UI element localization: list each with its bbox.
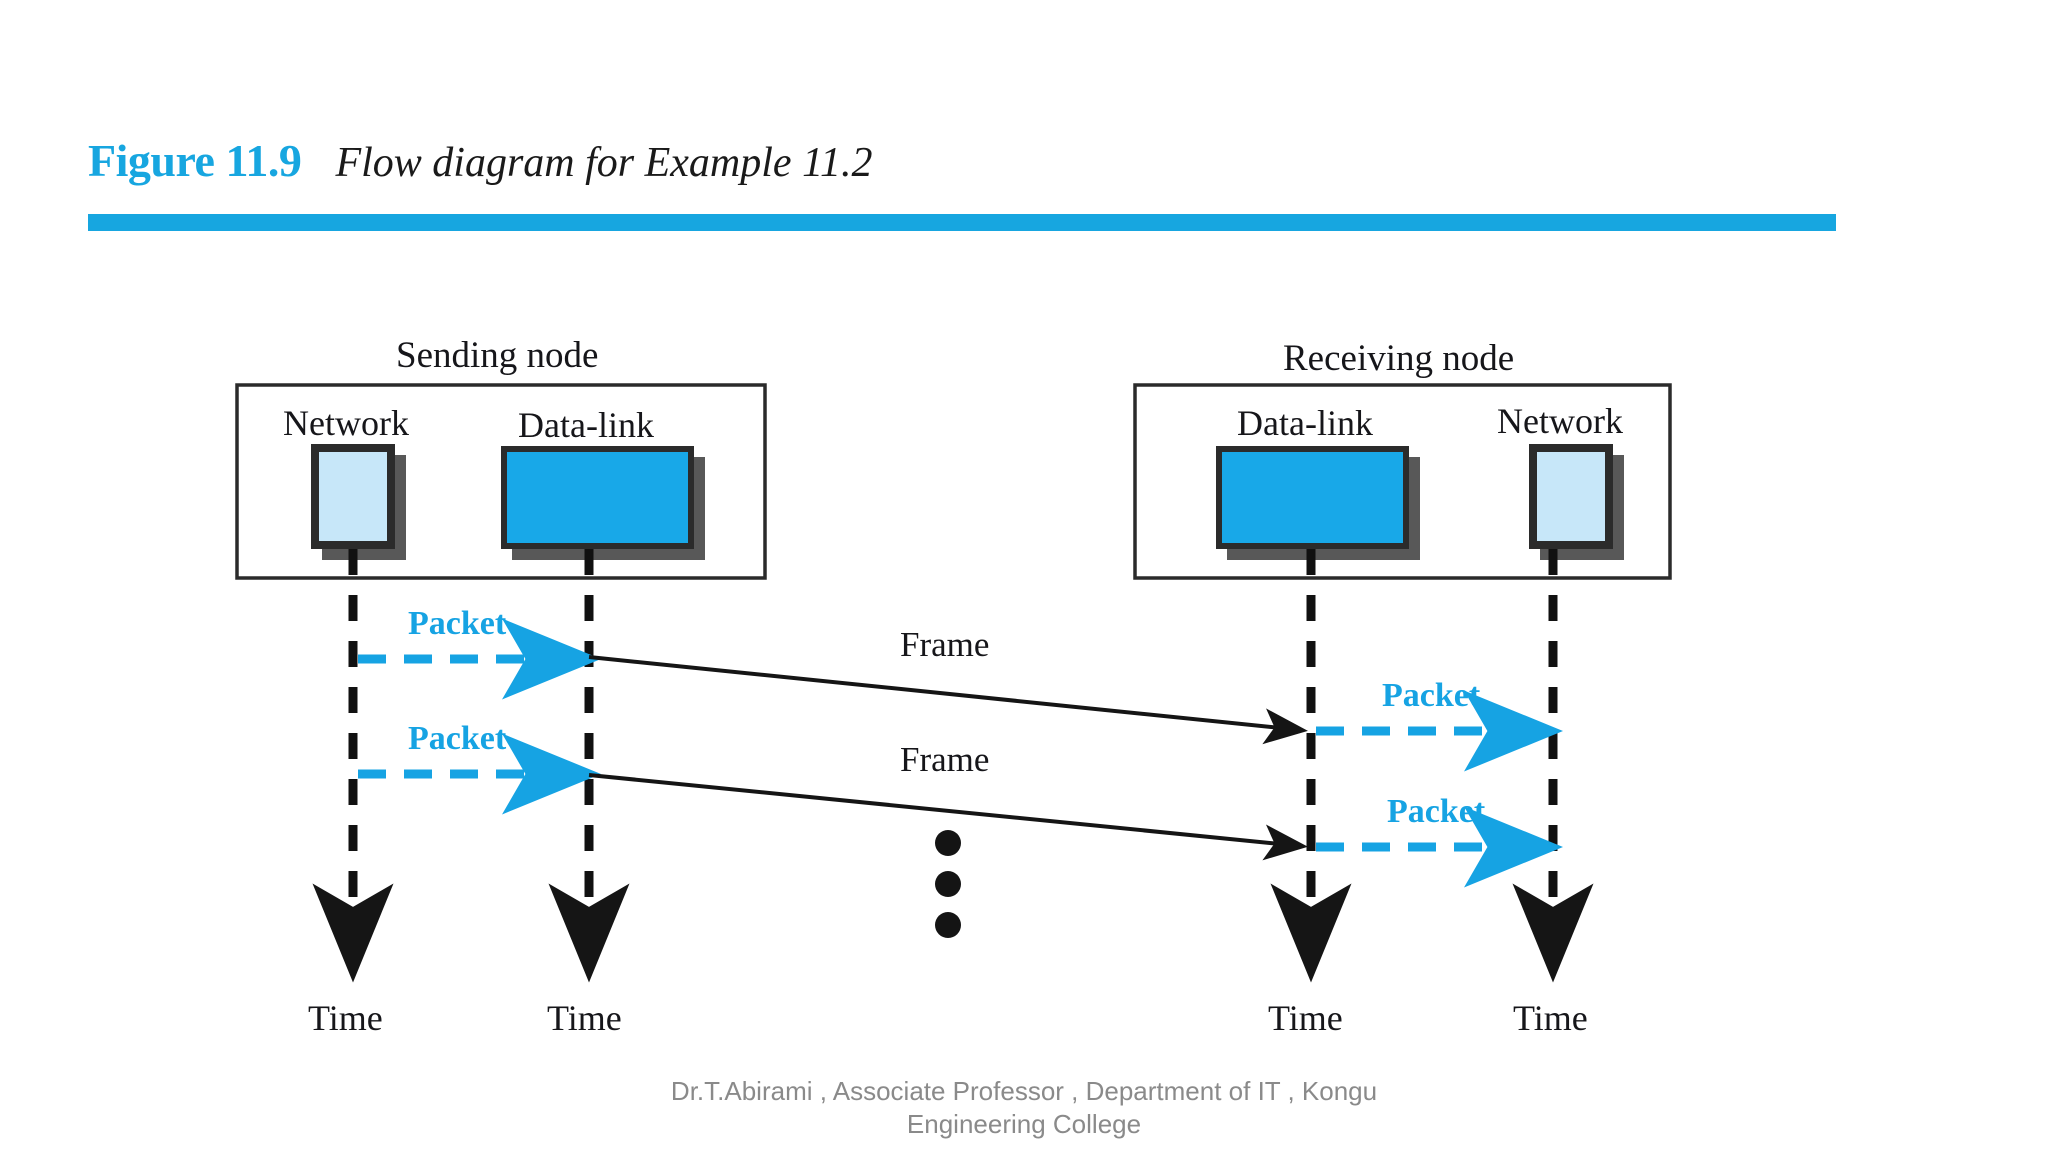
time-label-receiving-network: Time [1513,998,1588,1038]
packet-label-sending-1: Packet [408,605,507,642]
packet-label-receiving-2: Packet [1387,793,1486,830]
ellipsis-dots [935,830,961,938]
packet-label-receiving-1: Packet [1382,677,1481,714]
sending-layer-label-datalink: Data-link [518,405,654,445]
receiving-network-box [1529,444,1624,560]
sending-node-title: Sending node [396,335,599,376]
figure-title-row: Figure 11.9 Flow diagram for Example 11.2 [88,134,1848,204]
time-label-sending-datalink: Time [547,998,622,1038]
receiving-datalink-box [1216,446,1420,560]
receiving-node-title: Receiving node [1283,338,1515,379]
frame-label-1: Frame [900,625,990,664]
frame-arrow-2 [588,773,1308,861]
footer-credit: Dr.T.Abirami , Associate Professor , Dep… [0,1075,2048,1141]
sending-datalink-box [501,446,705,560]
frame-label-2: Frame [900,740,990,779]
footer-line-2: Engineering College [906,1109,1142,1139]
receiving-layer-label-network: Network [1497,401,1623,441]
time-label-receiving-datalink: Time [1268,998,1343,1038]
figure-caption: Flow diagram for Example 11.2 [335,140,873,186]
figure-number: Figure 11.9 [88,135,302,186]
sending-layer-label-network: Network [283,403,409,443]
packet-label-sending-2: Packet [408,720,507,757]
frame-arrow-1 [588,655,1308,745]
title-underline-rule [88,214,1836,231]
receiving-layer-label-datalink: Data-link [1237,403,1373,443]
sending-network-box [311,444,406,560]
footer-line-1: Dr.T.Abirami , Associate Professor , Dep… [670,1076,1378,1106]
time-label-sending-network: Time [308,998,383,1038]
